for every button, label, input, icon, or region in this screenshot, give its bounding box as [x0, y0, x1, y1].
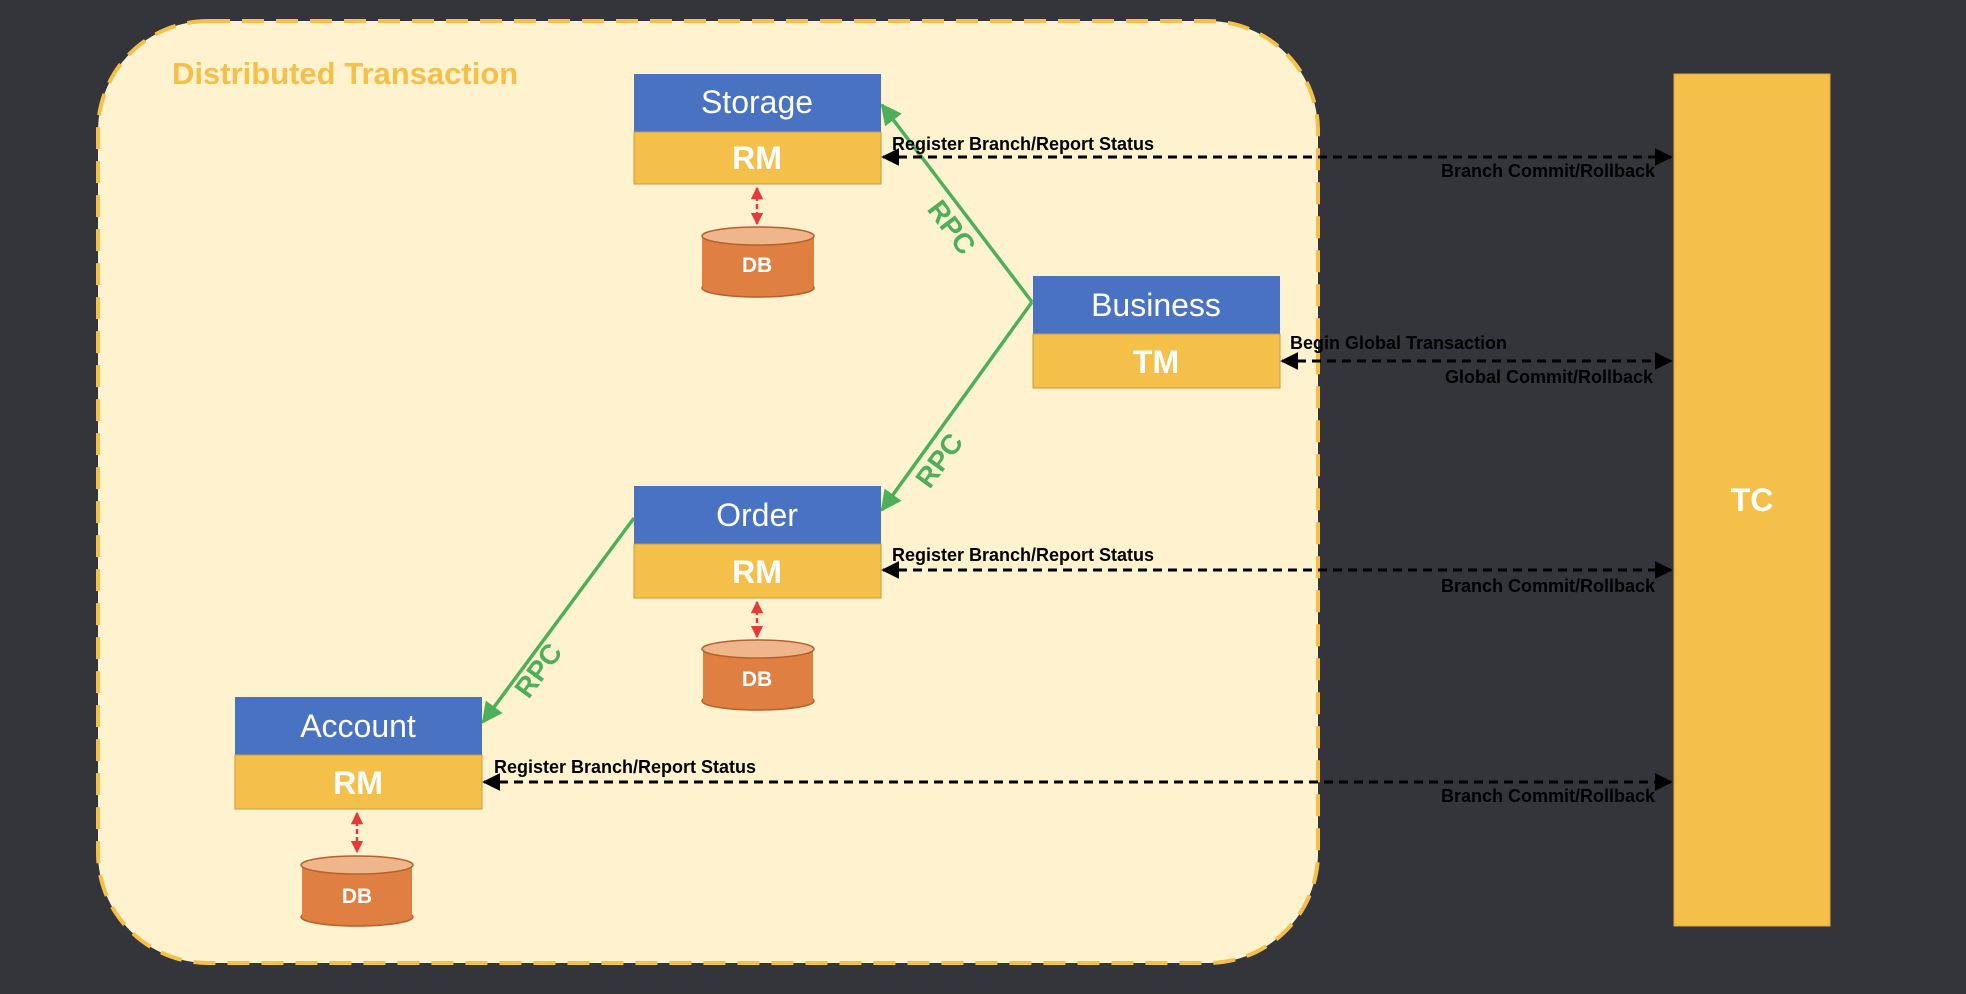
- storage-name: Storage: [701, 84, 813, 120]
- order-rm-label: RM: [732, 554, 782, 590]
- tc-label: TC: [1731, 482, 1774, 518]
- business-tm-label: TM: [1133, 344, 1179, 380]
- tc-messages: Register Branch/Report Status Branch Com…: [482, 134, 1673, 806]
- rpc-line-order-account: [481, 516, 636, 724]
- account-name: Account: [300, 708, 416, 744]
- global-commit-label: Global Commit/Rollback: [1445, 367, 1654, 387]
- order-header: [634, 486, 881, 544]
- order-service: Order RM DB: [633, 486, 882, 711]
- storage-header: [634, 74, 881, 132]
- begin-global-label: Begin Global Transaction: [1290, 333, 1507, 353]
- order-register-label: Register Branch/Report Status: [892, 545, 1154, 565]
- storage-service: Storage RM DB: [633, 74, 882, 298]
- account-db-label: DB: [342, 885, 372, 908]
- business-service: Business TM: [1032, 276, 1281, 389]
- container-title: Distributed Transaction: [172, 56, 518, 91]
- rpc-line-business-order: [880, 300, 1034, 512]
- business-header: [1033, 276, 1280, 334]
- order-db-icon: [701, 639, 815, 711]
- storage-db-label: DB: [742, 254, 772, 277]
- storage-db-icon: [701, 226, 815, 298]
- account-service: Account RM DB: [234, 697, 483, 927]
- order-branch-commit-label: Branch Commit/Rollback: [1441, 576, 1656, 596]
- storage-branch-commit-label: Branch Commit/Rollback: [1441, 161, 1656, 181]
- tc-bar: [1673, 73, 1831, 927]
- order-rm-box: [633, 543, 882, 599]
- storage-register-label: Register Branch/Report Status: [892, 134, 1154, 154]
- storage-rm-label: RM: [732, 140, 782, 176]
- account-header: [235, 697, 482, 755]
- account-branch-commit-label: Branch Commit/Rollback: [1441, 786, 1656, 806]
- business-name: Business: [1091, 287, 1221, 323]
- rpc-line-business-storage: [880, 103, 1034, 304]
- account-db-icon: [300, 855, 414, 927]
- account-rm-label: RM: [333, 765, 383, 801]
- order-db-label: DB: [742, 668, 772, 691]
- storage-rm-box: [633, 131, 882, 185]
- order-name: Order: [716, 497, 798, 533]
- account-register-label: Register Branch/Report Status: [494, 757, 756, 777]
- account-rm-box: [234, 754, 483, 810]
- business-tm-box: [1032, 333, 1281, 389]
